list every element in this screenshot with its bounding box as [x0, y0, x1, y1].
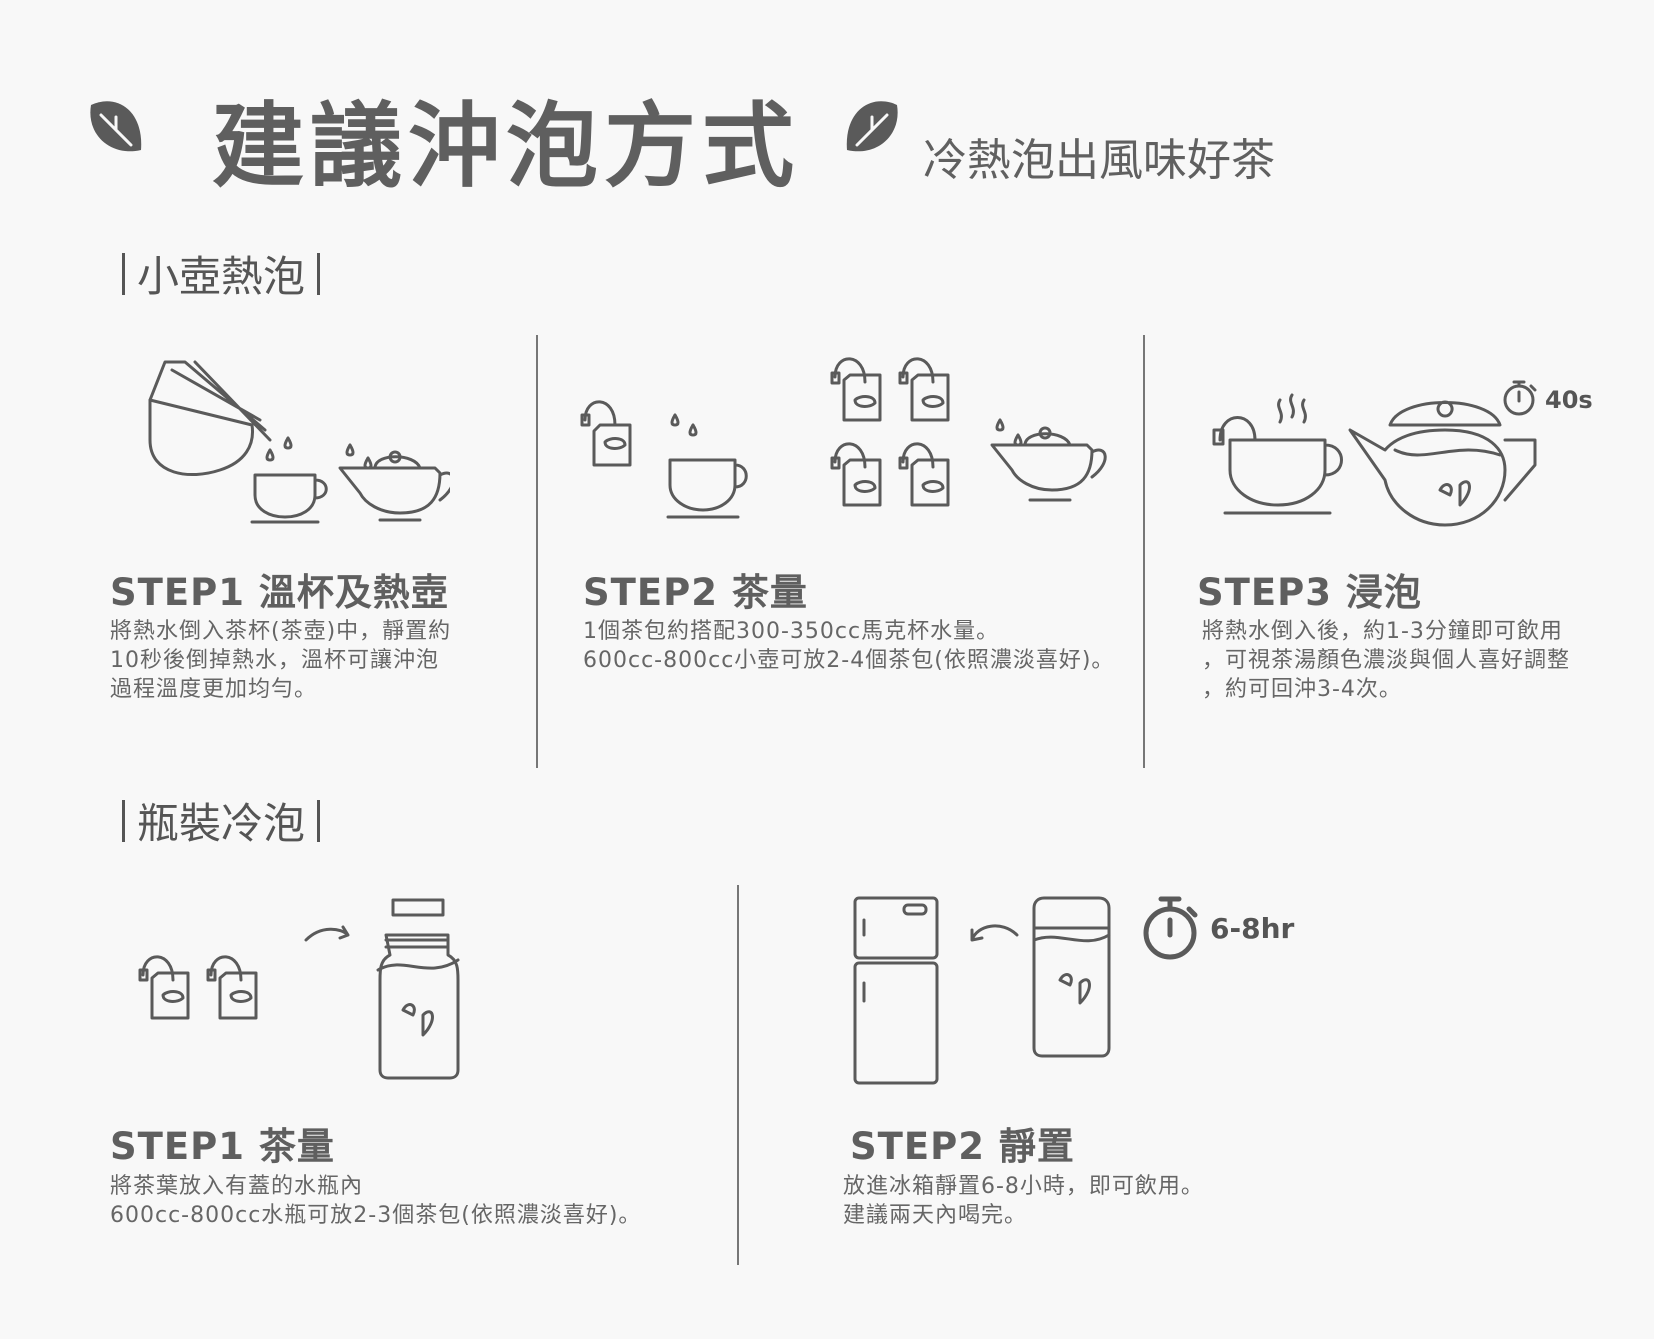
step-description: 放進冰箱靜置6-8小時，即可飲用。 建議兩天內喝完。 [843, 1174, 1204, 1228]
step-description: 1個茶包約搭配300-350cc馬克杯水量。 600cc-800cc小壺可放2-… [583, 619, 1115, 673]
section-bar [122, 252, 125, 295]
divider [1143, 335, 1145, 768]
tea-bags-teapot-icon [830, 357, 1107, 507]
step-title: STEP2 茶量 [583, 571, 808, 614]
timer-label: 40s [1545, 386, 1593, 414]
step-description: 將熱水倒入後，約1-3分鐘即可飲用 ，可視茶湯顏色濃淡與個人喜好調整 ，約可回沖… [1202, 619, 1571, 702]
section-cold-brew: 瓶裝冷泡 [122, 790, 321, 851]
steeping-teapot-icon [1212, 393, 1537, 527]
tea-bag-cup-icon [580, 400, 748, 519]
divider [536, 335, 538, 768]
step-title: STEP1 茶量 [110, 1125, 335, 1168]
step-description: 將熱水倒入茶杯(茶壺)中，靜置約 10秒後倒掉熱水，溫杯可讓沖泡 過程溫度更加均… [110, 619, 452, 702]
section-bar [317, 252, 321, 295]
stopwatch-icon [1503, 380, 1537, 416]
leaf-icon [846, 101, 898, 152]
section-bar [122, 799, 125, 842]
divider [737, 885, 739, 1265]
step-title: STEP1 溫杯及熱壺 [110, 571, 449, 614]
pouring-kettle-icon [148, 360, 450, 524]
step-description: 將茶葉放入有蓋的水瓶內 600cc-800cc水瓶可放2-3個茶包(依照濃淡喜好… [110, 1174, 642, 1228]
page-subtitle: 冷熱泡出風味好茶 [923, 135, 1275, 186]
section-label: 小壺熱泡 [137, 252, 306, 301]
section-hot-brew: 小壺熱泡 [122, 243, 321, 304]
tea-bags-bottle-icon [138, 898, 460, 1080]
step-title: STEP3 浸泡 [1197, 571, 1422, 614]
fridge-bottle-icon [853, 896, 1111, 1085]
section-bar [317, 799, 321, 842]
leaf-icon [90, 101, 142, 152]
stopwatch-icon [1143, 896, 1198, 960]
step-title: STEP2 靜置 [850, 1125, 1075, 1168]
timer-label: 6-8hr [1210, 912, 1295, 945]
section-label: 瓶裝冷泡 [137, 799, 306, 848]
page-title: 建議沖泡方式 [212, 93, 801, 200]
